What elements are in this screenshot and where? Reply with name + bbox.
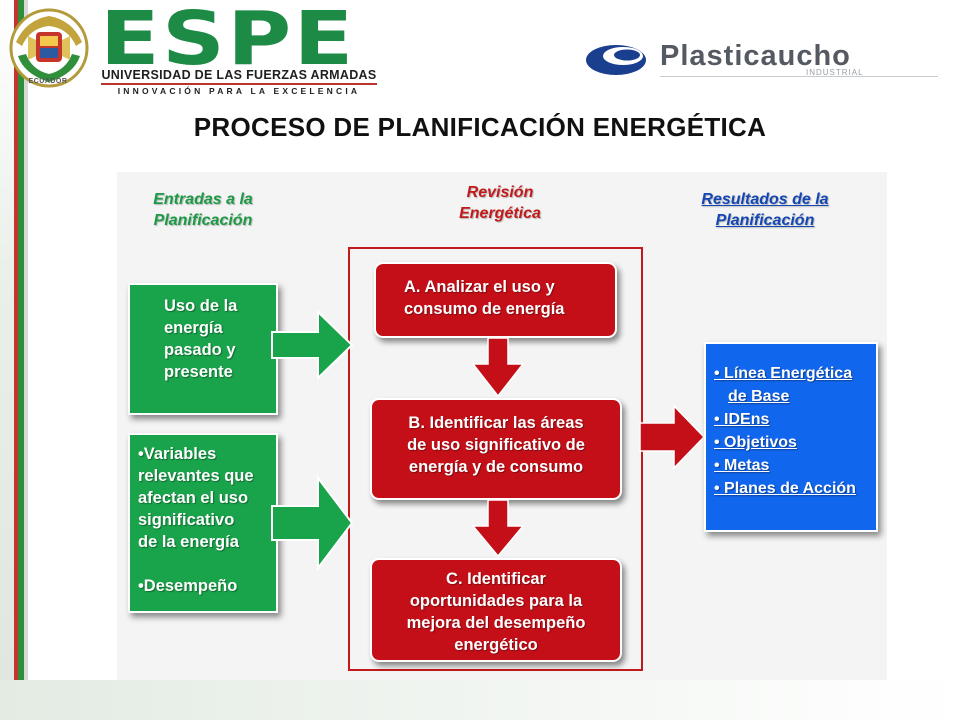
red-right-arrow-icon xyxy=(639,404,706,470)
result-item-baseline: • Línea Energética xyxy=(714,365,853,382)
result-item-action-plans: • Planes de Acción xyxy=(714,480,856,497)
plasticaucho-subtitle: INDUSTRIAL xyxy=(806,68,864,77)
green-arrow-1-icon xyxy=(271,309,354,381)
step-c-box: C. Identificar oportunidades para la mej… xyxy=(370,558,622,662)
step-a-box: A. Analizar el uso y consumo de energía xyxy=(374,262,617,338)
espe-motto: INNOVACIÓN PARA LA EXCELENCIA xyxy=(117,86,361,96)
plasticaucho-wordmark: Plasticaucho xyxy=(660,40,851,72)
seal-caption: ECUADOR xyxy=(28,78,68,85)
espe-university-name: UNIVERSIDAD DE LAS FUERZAS ARMADAS xyxy=(101,68,377,82)
results-box: • Línea Energética de Base • IDEns • Obj… xyxy=(704,342,878,532)
red-down-arrow-2-icon xyxy=(471,499,525,558)
espe-wordmark: ESPE xyxy=(100,0,356,82)
result-item-objectives: • Objetivos xyxy=(714,434,797,451)
bottom-decorative-band xyxy=(0,680,960,720)
red-down-arrow-1-icon xyxy=(471,337,525,398)
left-decorative-stripes xyxy=(0,0,48,720)
input-box-energy-use: Uso de la energía pasado y presente xyxy=(128,283,278,415)
input-box-variables: •Variables relevantes que afectan el uso… xyxy=(128,433,278,613)
page-title: PROCESO DE PLANIFICACIÓN ENERGÉTICA xyxy=(193,112,767,142)
result-item-baseline-cont: de Base xyxy=(728,388,790,405)
espe-divider xyxy=(101,83,377,85)
plasticaucho-logo-icon xyxy=(586,45,646,75)
plasticaucho-underline xyxy=(660,76,938,77)
espe-seal-icon xyxy=(9,8,89,88)
step-b-box: B. Identificar las áreas de uso signific… xyxy=(370,398,622,500)
result-item-goals: • Metas xyxy=(714,457,770,474)
result-item-idens: • IDEns xyxy=(714,411,770,428)
green-arrow-2-icon xyxy=(271,475,354,571)
